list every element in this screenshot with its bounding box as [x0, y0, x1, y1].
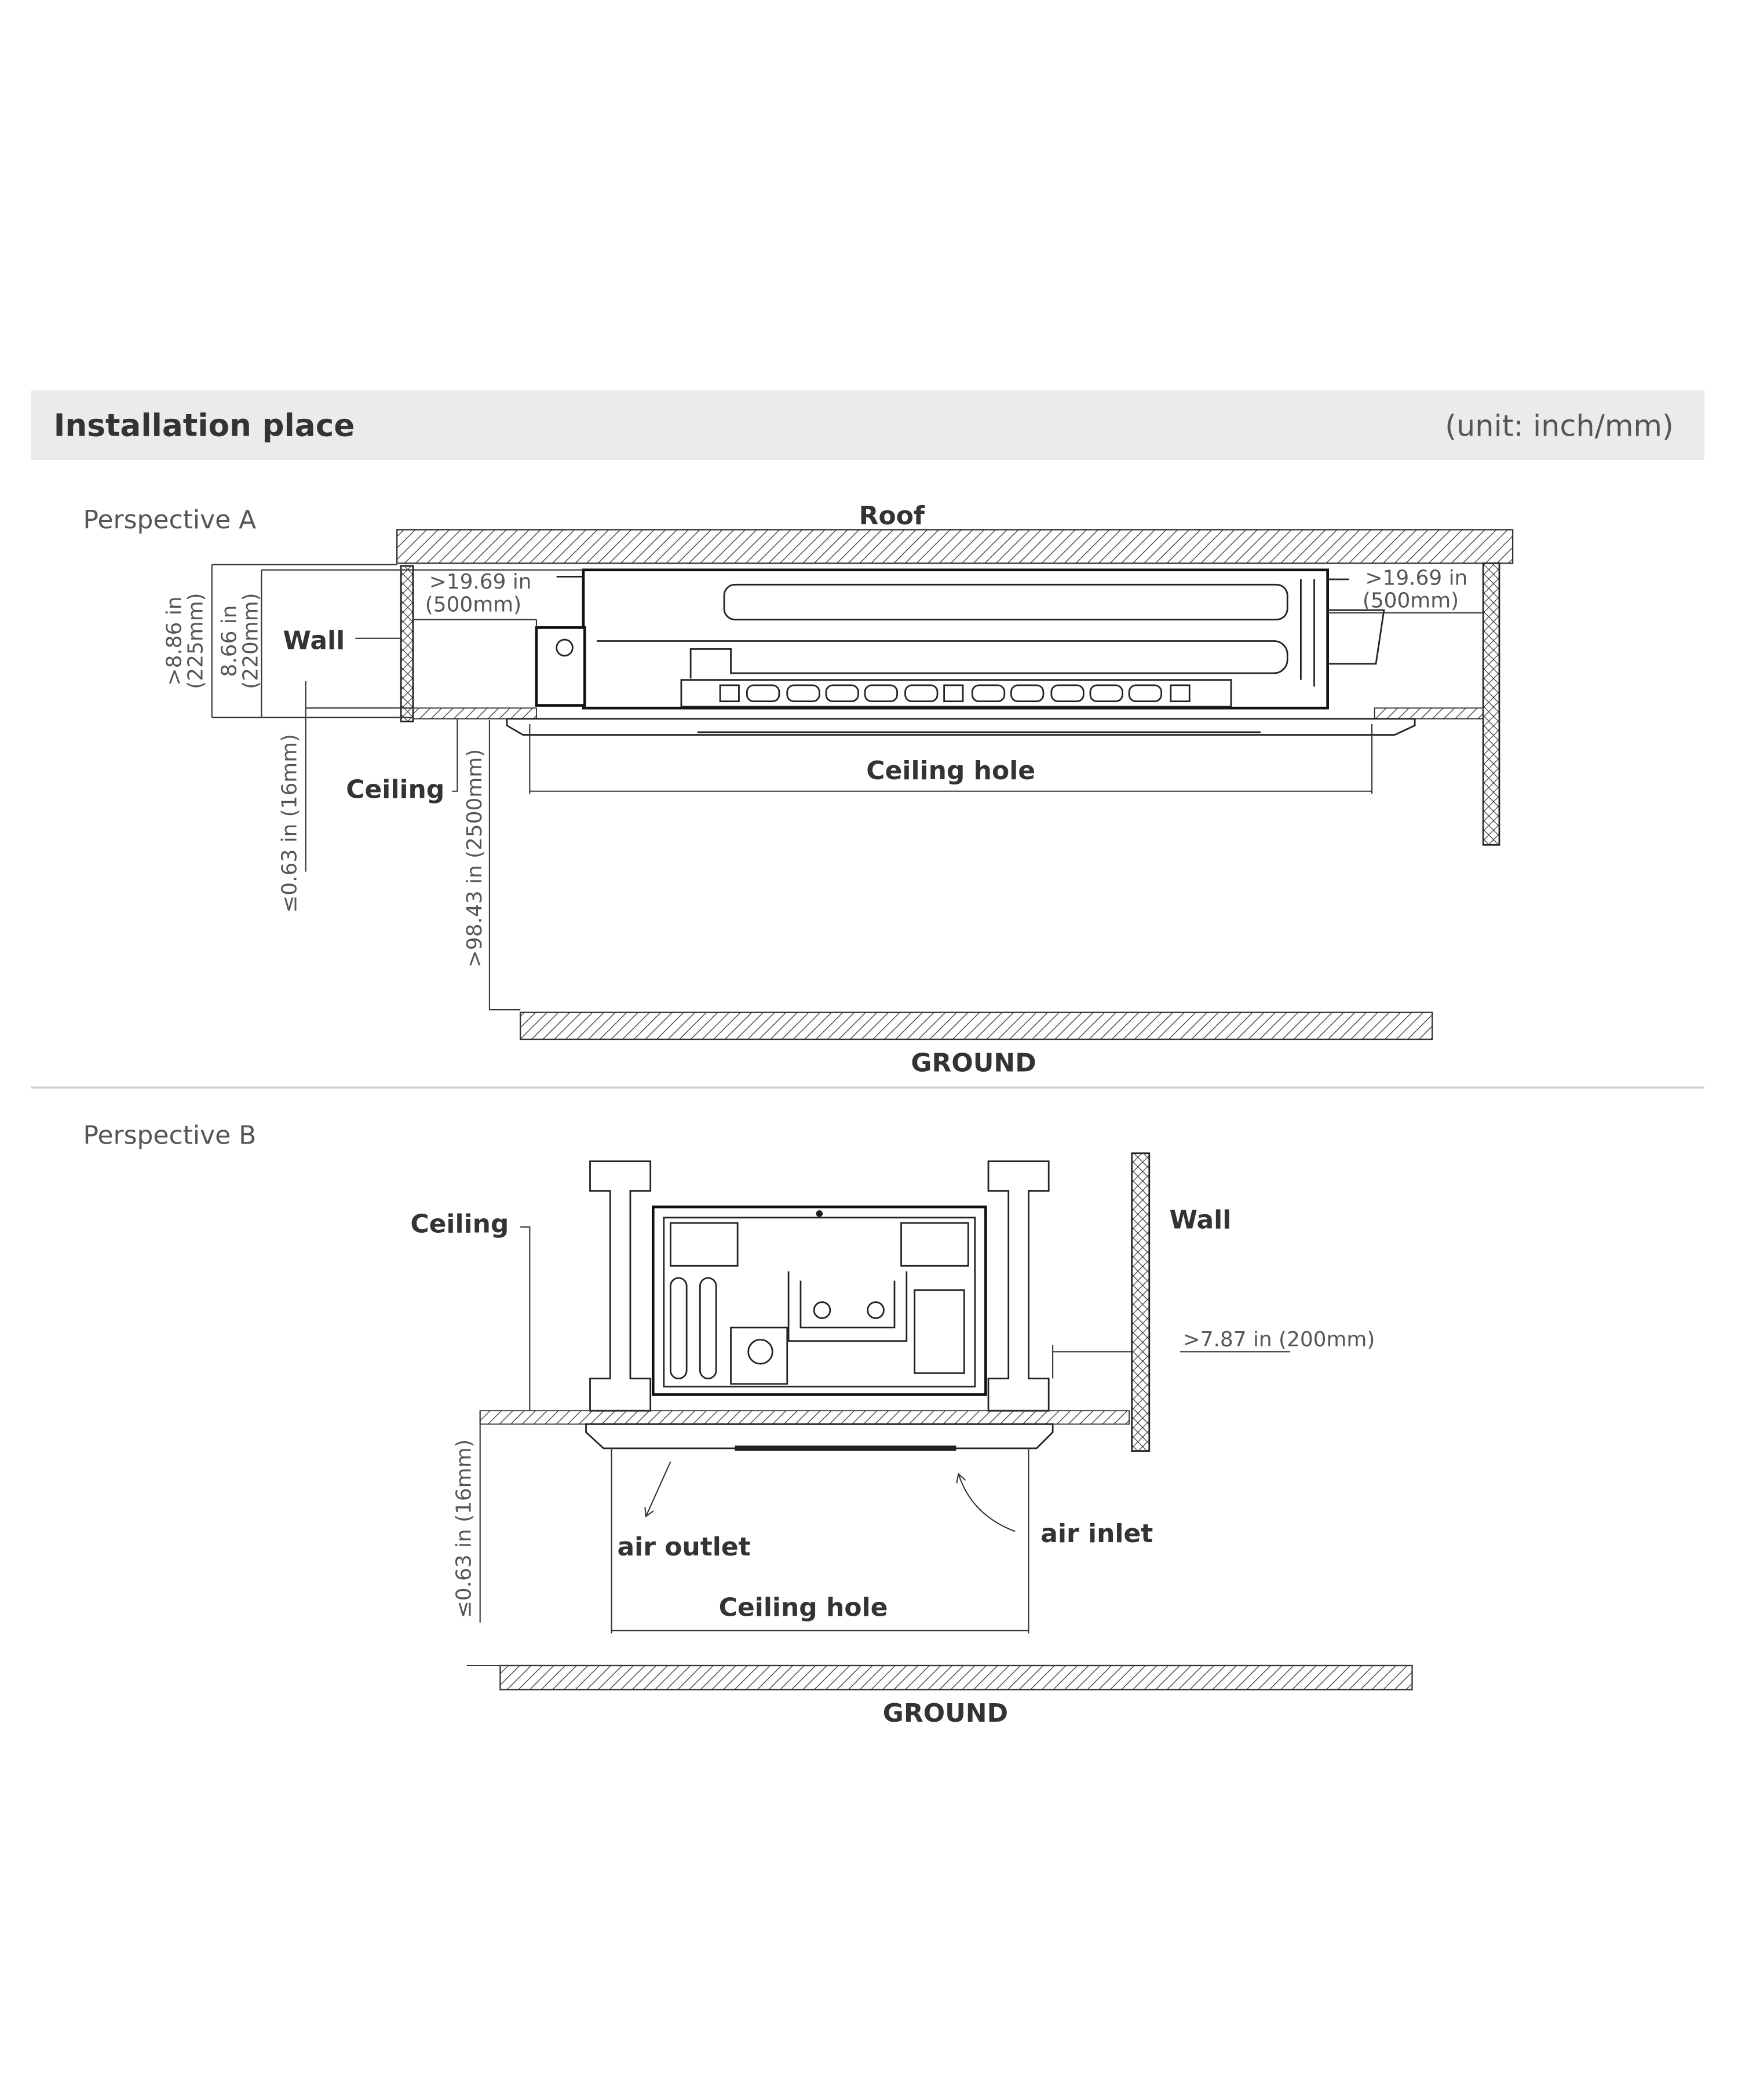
roof — [396, 529, 1514, 564]
air-inlet-arrow — [959, 1475, 1016, 1532]
clearance-right-line1: >19.69 in — [1365, 566, 1467, 590]
left-wall — [400, 565, 414, 722]
perspective-b: Perspective B Ceiling — [83, 1121, 1413, 1728]
panel-gap-b: ≤0.63 in (16mm) — [452, 1439, 476, 1618]
ceiling-b — [479, 1410, 1130, 1425]
wall-clearance-b: >7.87 in (200mm) — [1183, 1328, 1375, 1352]
perspective-a-label: Perspective A — [83, 505, 257, 535]
air-outlet-label: air outlet — [617, 1532, 750, 1562]
ceiling-panel-side — [506, 718, 1416, 736]
height-inner-line2: (220mm) — [239, 593, 262, 689]
height-outer-line2: (225mm) — [184, 593, 208, 689]
wall-b — [1131, 1152, 1151, 1452]
section-title: Installation place — [54, 407, 355, 443]
perspective-b-label: Perspective B — [83, 1121, 257, 1151]
ceiling-hole-label-a: Ceiling hole — [866, 756, 1035, 786]
floor-height-a: >98.43 in (2500mm) — [463, 749, 487, 967]
ceiling-right — [1374, 707, 1484, 720]
wall-label-b: Wall — [1170, 1205, 1232, 1235]
ground-label-b: GROUND — [883, 1699, 1008, 1728]
ground-label-a: GROUND — [911, 1049, 1036, 1078]
indoor-unit-side — [535, 568, 1385, 710]
ceiling-left — [412, 707, 537, 720]
unit-label: (unit: inch/mm) — [1445, 409, 1674, 443]
vent-row — [719, 684, 1191, 703]
right-wall — [1482, 562, 1500, 846]
panel-gap-a: ≤0.63 in (16mm) — [278, 734, 302, 913]
ground-b — [499, 1664, 1413, 1690]
ceiling-beam-right — [987, 1160, 1050, 1412]
indoor-unit-front — [652, 1206, 987, 1396]
wall-label-a: Wall — [283, 626, 345, 655]
clearance-right-line2: (500mm) — [1363, 589, 1459, 613]
perspective-a: Perspective A Roof — [83, 501, 1514, 1078]
clearance-left-line1: >19.69 in — [429, 570, 532, 594]
ceiling-label-b: Ceiling — [410, 1209, 509, 1239]
section-header: Installation place (unit: inch/mm) — [31, 390, 1705, 460]
ceiling-panel-front — [585, 1423, 1054, 1451]
height-inner-line1: 8.66 in — [217, 605, 241, 677]
clearance-left-line2: (500mm) — [425, 593, 521, 617]
ceiling-hole-label-b: Ceiling hole — [719, 1593, 888, 1622]
ground-a — [519, 1011, 1433, 1040]
air-inlet-label: air inlet — [1040, 1519, 1153, 1548]
air-outlet-arrow — [647, 1461, 671, 1515]
height-outer-line1: >8.86 in — [163, 596, 187, 685]
roof-label: Roof — [859, 501, 925, 531]
ceiling-label-a: Ceiling — [346, 775, 444, 804]
ceiling-beam-left — [589, 1160, 652, 1412]
